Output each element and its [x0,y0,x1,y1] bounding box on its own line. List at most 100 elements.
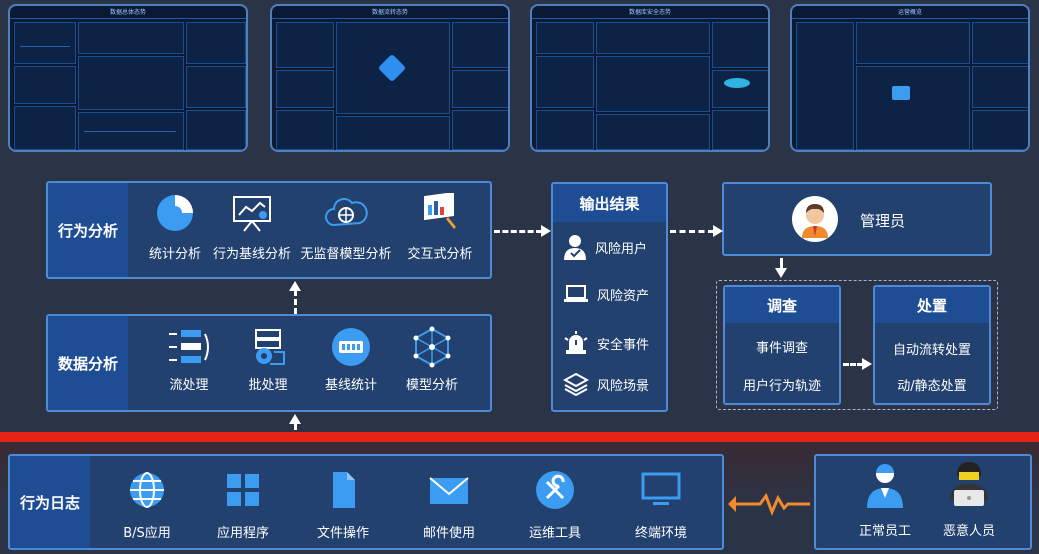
mail-usage-label: 邮件使用 [422,526,475,541]
admin-label: 管理员 [860,212,906,230]
normal-employee-label: 正常员工 [858,524,911,539]
user-trajectory-label: 用户行为轨迹 [742,379,821,394]
thumbnail-title: 数据库安全态势 [628,9,671,16]
risk-asset-row: 风险资产 [563,284,649,304]
orange-signal-arrow-icon [728,492,810,516]
mail-usage-item: 邮件使用 [414,470,484,541]
baseline-counter-icon [332,328,370,366]
globe-icon [130,472,164,508]
baseline-analysis-label: 行为基线分析 [212,247,291,262]
network-model-icon [413,326,451,368]
pie-chart-icon [157,195,193,231]
auto-flow-label: 自动流转处置 [892,343,971,358]
investigate-title: 调查 [766,296,797,315]
output-title: 输出结果 [579,194,640,213]
interactive-dashboard-icon [424,193,456,229]
users-box [814,454,1032,550]
dashboard-thumbnail-4[interactable]: 运营概览 [790,4,1030,152]
bs-app-label: B/S应用 [123,526,171,541]
behavior-log-label: 行为日志 [10,456,90,548]
laptop-icon [564,285,588,302]
stat-analysis-item: 统计分析 [140,193,210,262]
app-grid-icon [227,474,259,506]
file-icon [333,472,355,508]
dynamic-static-label: 动/静态处置 [897,379,967,394]
presentation-board-icon [233,196,271,232]
risk-scene-row: 风险场景 [563,372,649,396]
investigate-title-bar: 调查 [725,287,839,323]
mail-icon [429,477,469,504]
arrowhead-up-icon [289,414,301,424]
malicious-person-label: 恶意人员 [942,524,995,539]
bs-app-item: B/S应用 [112,470,182,541]
app-program-label: 应用程序 [216,526,269,541]
stream-processing-label: 流处理 [169,378,209,393]
risk-asset-label: 风险资产 [597,288,650,304]
terminal-env-item: 终端环境 [626,470,696,541]
batch-processing-label: 批处理 [248,378,288,393]
stream-processing-item: 流处理 [154,326,224,393]
normal-employee-item: 正常员工 [848,460,922,539]
unsupervised-model-item: 无监督模型分析 [298,193,394,262]
tools-icon [536,471,574,509]
employee-icon [867,464,903,508]
arrow-behavior-to-output [494,230,542,233]
file-operation-item: 文件操作 [308,470,378,541]
thumbnail-title: 运营概览 [897,9,922,16]
risk-user-row: 风险用户 [563,234,647,260]
handle-title: 处置 [916,296,947,315]
admin-box: 管理员 [722,182,992,256]
stream-flow-icon [169,330,209,363]
unsupervised-model-label: 无监督模型分析 [300,247,392,262]
behavior-analysis-label: 行为分析 [48,183,128,277]
interactive-analysis-item: 交互式分析 [402,193,478,262]
arrowhead-right-icon [713,225,723,237]
dashboard-thumbnail-1[interactable]: 数据总体态势 [8,4,248,152]
file-operation-label: 文件操作 [316,526,369,541]
model-analysis-item: 模型分析 [397,326,467,393]
hacker-icon [950,462,988,506]
security-event-label: 安全事件 [597,337,650,353]
alarm-light-icon [564,331,588,354]
admin-avatar-icon [792,196,838,242]
dashboard-thumbnail-3[interactable]: 数据库安全态势 [530,4,770,152]
interactive-analysis-label: 交互式分析 [407,247,473,262]
batch-gear-icon [255,329,285,365]
investigate-box: 调查 事件调查 用户行为轨迹 [723,285,841,405]
arrow-admin-to-response [780,258,783,270]
app-program-item: 应用程序 [208,470,278,541]
baseline-stat-item: 基线统计 [316,326,386,393]
behavior-log-box: 行为日志 [8,454,724,550]
thumbnail-title: 数据总体态势 [109,9,146,16]
arrowhead-right-icon [541,225,551,237]
ops-tools-label: 运维工具 [528,526,581,541]
dashboard-thumbnail-2[interactable]: 数据流转态势 [270,4,510,152]
output-title-bar: 输出结果 [553,184,666,222]
arrow-investigate-to-handle [843,363,863,366]
monitor-icon [641,472,681,505]
handle-title-bar: 处置 [875,287,989,323]
handle-box: 处置 自动流转处置 动/静态处置 [873,285,991,405]
user-check-icon [564,235,586,260]
arrowhead-up-icon [289,281,301,291]
ops-tools-item: 运维工具 [520,470,590,541]
security-event-row: 安全事件 [563,330,649,356]
arrow-output-to-admin [670,230,714,233]
brain-cloud-icon [325,198,368,227]
terminal-env-label: 终端环境 [634,526,687,541]
separator-red-band [0,432,1039,442]
event-investigation-label: 事件调查 [755,341,808,356]
baseline-analysis-item: 行为基线分析 [212,193,292,262]
output-result-box: 输出结果 风险用户 风险资产 安全事件 风险场景 [551,182,668,412]
risk-user-label: 风险用户 [595,241,648,257]
layers-icon [563,372,589,396]
malicious-person-item: 恶意人员 [932,460,1006,539]
arrow-data-to-behavior [294,290,297,314]
data-analysis-label: 数据分析 [48,316,128,410]
stat-analysis-label: 统计分析 [148,247,201,262]
baseline-stat-label: 基线统计 [324,378,377,393]
risk-scene-label: 风险场景 [597,378,650,394]
arrowhead-down-icon [775,268,787,278]
arrowhead-right-icon [862,358,872,370]
response-dashed-frame [716,280,998,410]
